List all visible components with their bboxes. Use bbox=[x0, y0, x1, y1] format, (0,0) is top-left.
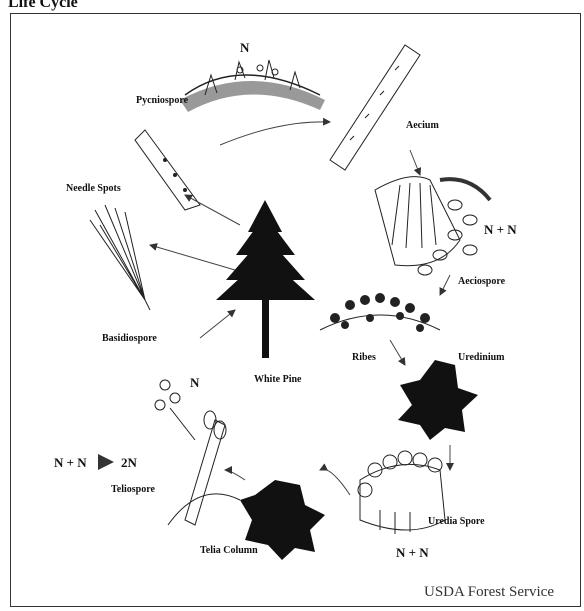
label-uredia-spore: Uredia Spore bbox=[428, 516, 485, 527]
label-aeciospore: Aeciospore bbox=[458, 276, 505, 287]
label-teliospore: Teliospore bbox=[111, 484, 155, 495]
label-basidiospore: Basidiospore bbox=[102, 333, 157, 344]
white-pine-tree bbox=[216, 200, 315, 358]
ploidy-aecium: N + N bbox=[484, 222, 517, 238]
label-needle-spots: Needle Spots bbox=[66, 183, 121, 194]
teliospore-illustration bbox=[155, 380, 240, 525]
aecium-illustration bbox=[330, 45, 420, 170]
ploidy-uredia: N + N bbox=[396, 545, 429, 561]
ploidy-top: N bbox=[240, 40, 249, 56]
needle-spots-illustration bbox=[90, 205, 150, 310]
pycnia-illustration bbox=[135, 60, 325, 210]
label-ribes: Ribes bbox=[352, 352, 376, 363]
label-telia-column: Telia Column bbox=[200, 545, 258, 556]
ploidy-fusion: N + N bbox=[54, 455, 87, 471]
ploidy-fusion-result: 2N bbox=[121, 455, 137, 471]
ribes-shrub-illustration bbox=[320, 293, 440, 332]
label-uredinium: Uredinium bbox=[458, 352, 505, 363]
label-pycniospore: Pycniospore bbox=[136, 95, 188, 106]
ploidy-basidio: N bbox=[190, 375, 199, 391]
aeciospore-illustration bbox=[375, 177, 490, 275]
credit-line: USDA Forest Service bbox=[424, 584, 554, 601]
uredinium-leaf bbox=[398, 360, 478, 440]
label-white-pine: White Pine bbox=[254, 374, 302, 385]
label-aecium: Aecium bbox=[406, 120, 439, 131]
